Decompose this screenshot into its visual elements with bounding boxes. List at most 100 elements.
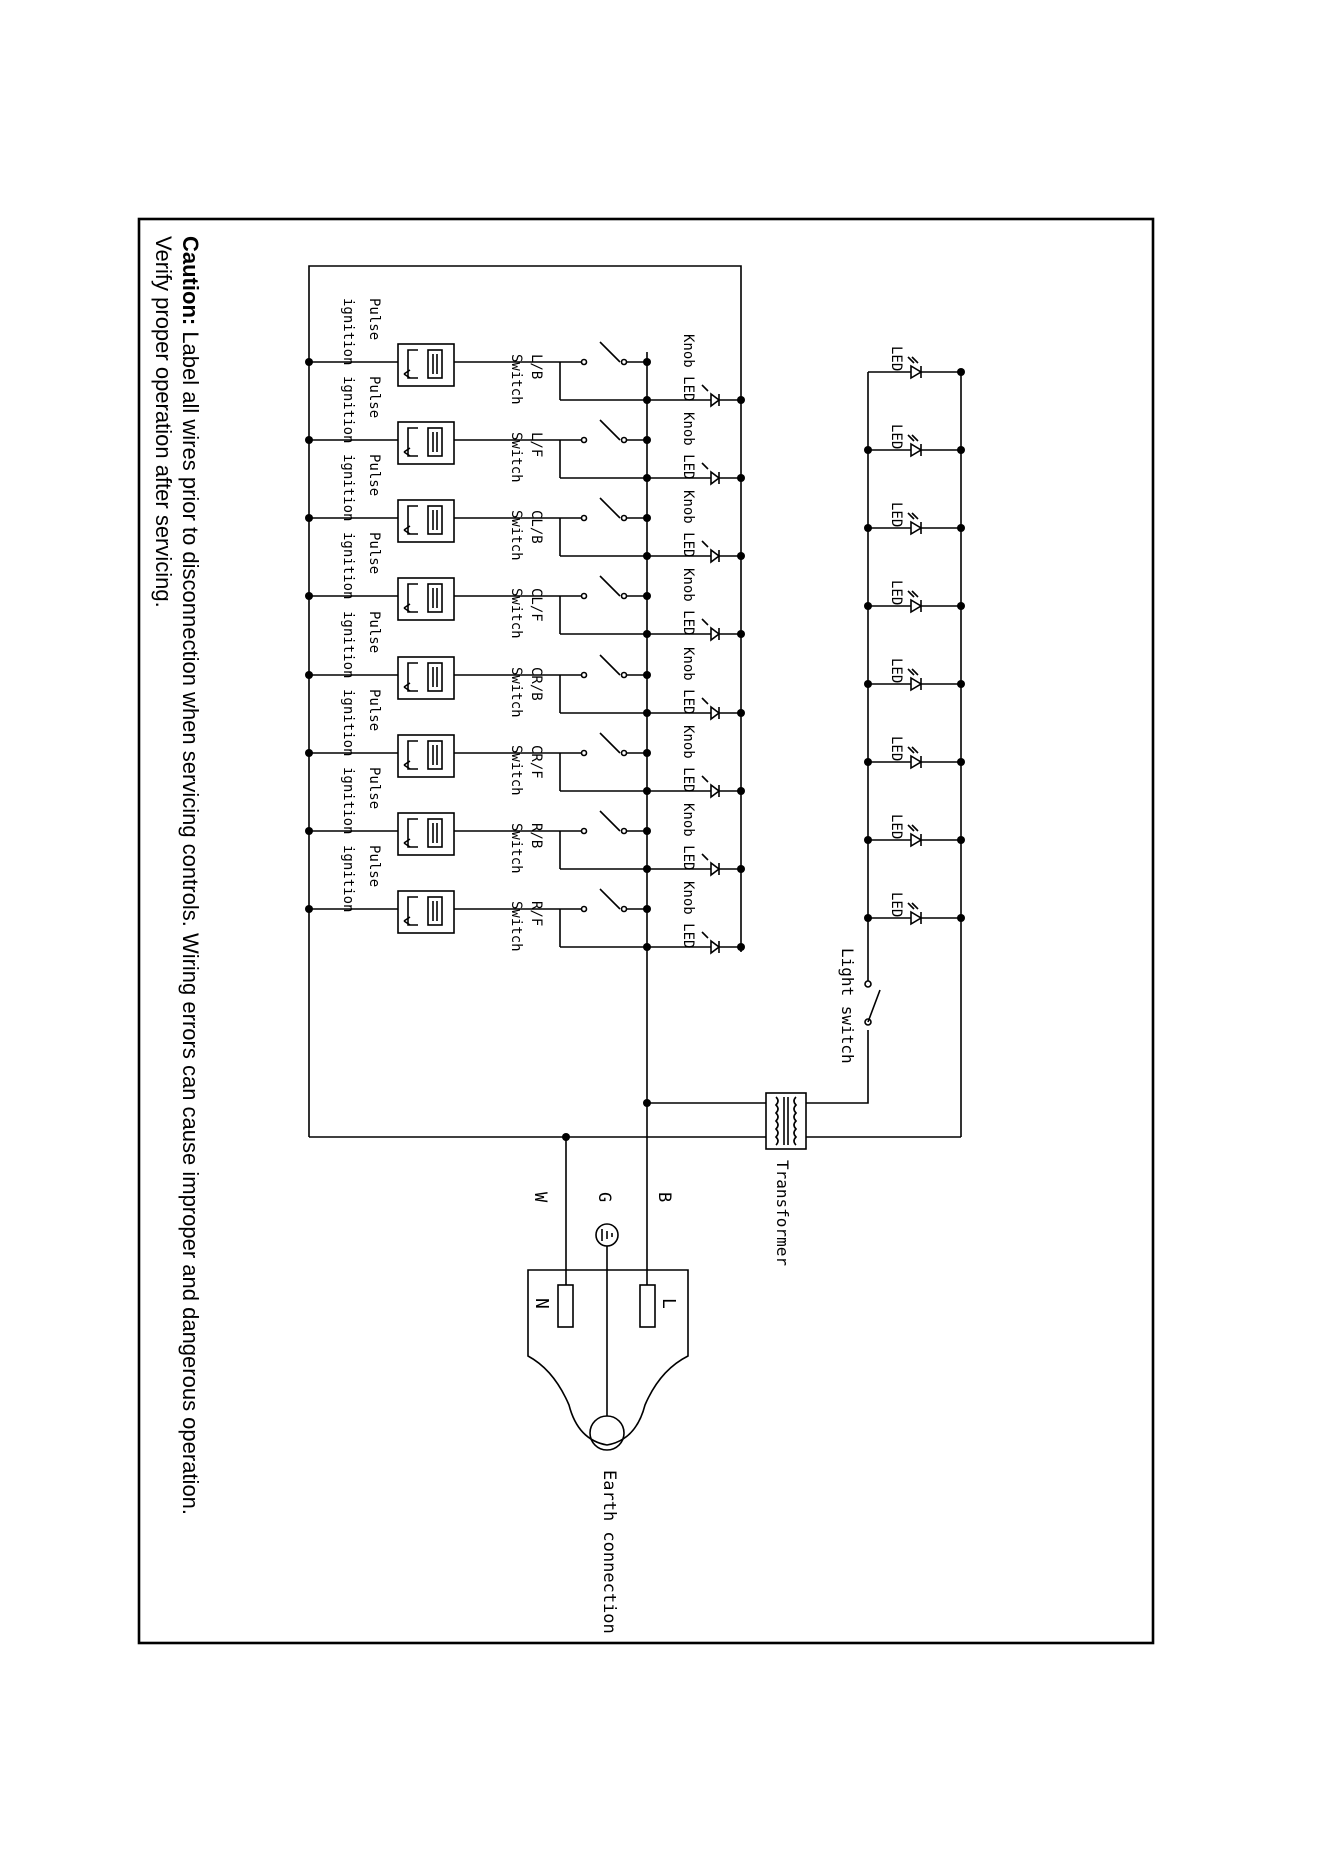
transformer-coil-2: [793, 1096, 798, 1146]
led-label: LED: [888, 658, 904, 683]
led-icon: [910, 442, 923, 458]
ignition-label-bottom: ignition: [340, 376, 356, 443]
led-label: LED: [888, 502, 904, 527]
switch-code-label: R/F: [528, 901, 544, 926]
led-icon: [910, 910, 923, 926]
junction-dot: [643, 1099, 651, 1107]
led-icon: [910, 520, 923, 536]
switch-blade: [599, 888, 621, 910]
ignition-label-bottom: ignition: [340, 611, 356, 678]
pulse-ignition-module: [397, 421, 455, 465]
led-icon: [910, 832, 923, 848]
junction-dot: [643, 787, 651, 795]
switch-code-label: L/F: [528, 432, 544, 457]
junction-dot: [957, 914, 965, 922]
junction-dot: [864, 602, 872, 610]
junction-dot: [737, 943, 745, 951]
led-ray: [911, 824, 919, 832]
transformer-label: Transformer: [773, 1160, 792, 1266]
knob-led-label: Knob LED: [680, 334, 696, 401]
switch-blade: [599, 497, 621, 519]
led-label: LED: [888, 580, 904, 605]
pulse-ignition-module: [397, 734, 455, 778]
transformer: [765, 1092, 807, 1150]
led-icon: [910, 598, 923, 614]
plug-body: [527, 1269, 689, 1446]
led-label: LED: [888, 346, 904, 371]
knob-led-ray: [701, 462, 709, 470]
switch-word-label: Switch: [508, 510, 524, 561]
led-lamp: LED: [888, 346, 923, 380]
led-lamp: LED: [864, 502, 965, 536]
ignition-label-top: Pulse: [366, 767, 382, 809]
switch-word-label: Switch: [508, 667, 524, 718]
junction-dot: [305, 827, 313, 835]
switch-word-label: Switch: [508, 588, 524, 639]
ignition-label-top: Pulse: [366, 611, 382, 653]
switch-contact: [580, 827, 588, 835]
junction-dot: [957, 758, 965, 766]
wire-label-ground: G: [594, 1192, 614, 1202]
switch-contact: [580, 592, 588, 600]
ignition-label-top: Pulse: [366, 454, 382, 496]
led-ray: [907, 902, 915, 910]
junction-dot: [957, 446, 965, 454]
pulse-ignition-module: [397, 656, 455, 700]
junction-dot: [864, 914, 872, 922]
led-ray: [907, 824, 915, 832]
plug-neutral-pin: [557, 1284, 574, 1328]
led-lamp: LED: [864, 580, 965, 614]
switch-contact: [580, 749, 588, 757]
knob-led-icon: [710, 939, 721, 955]
ignition-label-top: Pulse: [366, 689, 382, 731]
knob-led-label: Knob LED: [680, 881, 696, 948]
junction-dot: [643, 709, 651, 717]
knob-led-ray: [701, 618, 709, 626]
switch-word-label: Switch: [508, 432, 524, 483]
led-lamp: LED: [864, 814, 965, 848]
power-plug: [527, 1246, 689, 1451]
switch-word-label: Switch: [508, 354, 524, 405]
junction-dot: [957, 524, 965, 532]
switch-word-label: Switch: [508, 901, 524, 952]
knob-led-icon: [710, 861, 721, 877]
plug-line-label: L: [658, 1298, 679, 1309]
knob-led-label: Knob LED: [680, 412, 696, 479]
light-switch-label: Light switch: [838, 948, 857, 1064]
transformer-box: [765, 1092, 807, 1150]
switch-blade: [599, 810, 621, 832]
ignition-label-top: Pulse: [366, 845, 382, 887]
switch-contact: [620, 905, 628, 913]
led-ray: [907, 434, 915, 442]
junction-dot: [957, 680, 965, 688]
knob-led-icon: [710, 470, 721, 486]
knob-led-label: Knob LED: [680, 725, 696, 792]
ignition-label-bottom: ignition: [340, 298, 356, 365]
switch-contact: [620, 827, 628, 835]
plug-line-pin: [639, 1284, 656, 1328]
junction-dot: [864, 446, 872, 454]
light-switch[interactable]: [864, 980, 881, 1026]
switch-code-label: CR/F: [528, 745, 544, 779]
switch-blade: [599, 654, 621, 676]
junction-dot: [562, 1133, 570, 1141]
ground-symbol-icon: [595, 1223, 619, 1247]
ignition-label-top: Pulse: [366, 376, 382, 418]
knob-led-ray: [701, 931, 709, 939]
junction-dot: [737, 787, 745, 795]
led-ray: [911, 356, 919, 364]
knob-led-icon: [710, 626, 721, 642]
earth-connection-label: Earth connection: [599, 1470, 619, 1634]
junction-dot: [737, 396, 745, 404]
junction-dot: [737, 474, 745, 482]
knob-led-ray: [701, 697, 709, 705]
knob-led-label: Knob LED: [680, 647, 696, 714]
junction-dot: [737, 552, 745, 560]
ignition-label-bottom: ignition: [340, 845, 356, 912]
junction-dot: [957, 836, 965, 844]
